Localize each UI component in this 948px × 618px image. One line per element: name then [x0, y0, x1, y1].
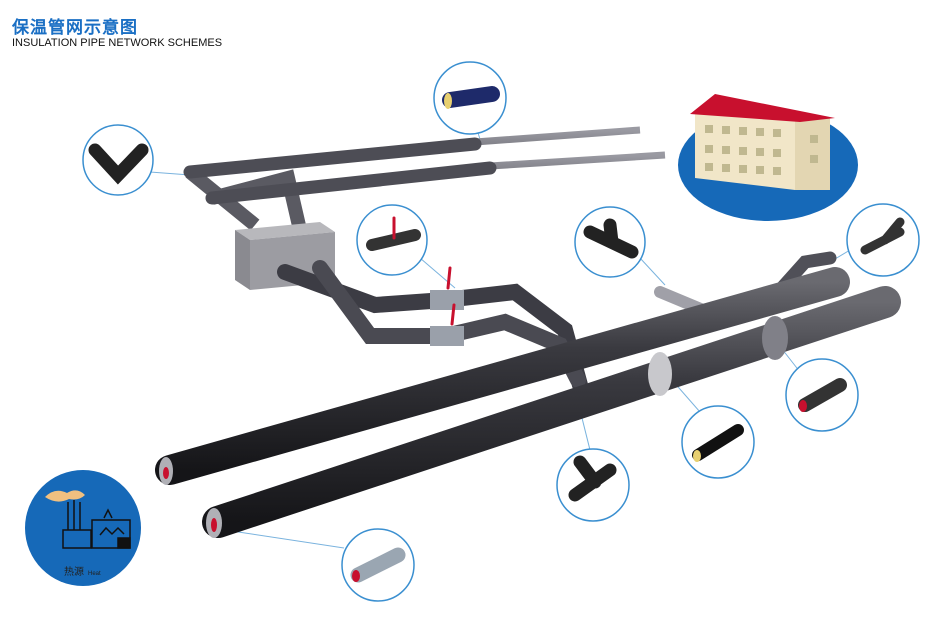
page-title: 保温管网示意图 — [12, 18, 138, 38]
reducer-icon — [442, 86, 500, 108]
heat-source-label-en: Heat — [88, 571, 101, 577]
heat-source-label-cn: 热源 — [64, 567, 84, 578]
y-branch-icon — [860, 217, 905, 255]
upper-pipes — [183, 126, 666, 232]
smoke-icon — [45, 490, 85, 502]
elbow-icon — [88, 143, 149, 185]
factory-icon — [62, 500, 131, 549]
branch-tee-icon — [568, 455, 617, 502]
main-pipes — [155, 267, 901, 538]
heat-source — [25, 470, 141, 586]
steel-pipe-icon — [692, 424, 744, 461]
heat-source-label: 热源 Heat — [64, 563, 101, 578]
building-destination — [678, 94, 858, 221]
joint-sleeve-icon — [798, 378, 847, 412]
callouts — [82, 61, 920, 602]
valve-tee-icon — [366, 229, 421, 251]
callout-elbow — [82, 124, 154, 196]
tee-icon — [583, 218, 639, 259]
sleeve-joint — [648, 352, 672, 396]
page-subtitle: INSULATION PIPE NETWORK SCHEMES — [12, 37, 223, 49]
insulated-pipe-icon — [350, 547, 406, 583]
